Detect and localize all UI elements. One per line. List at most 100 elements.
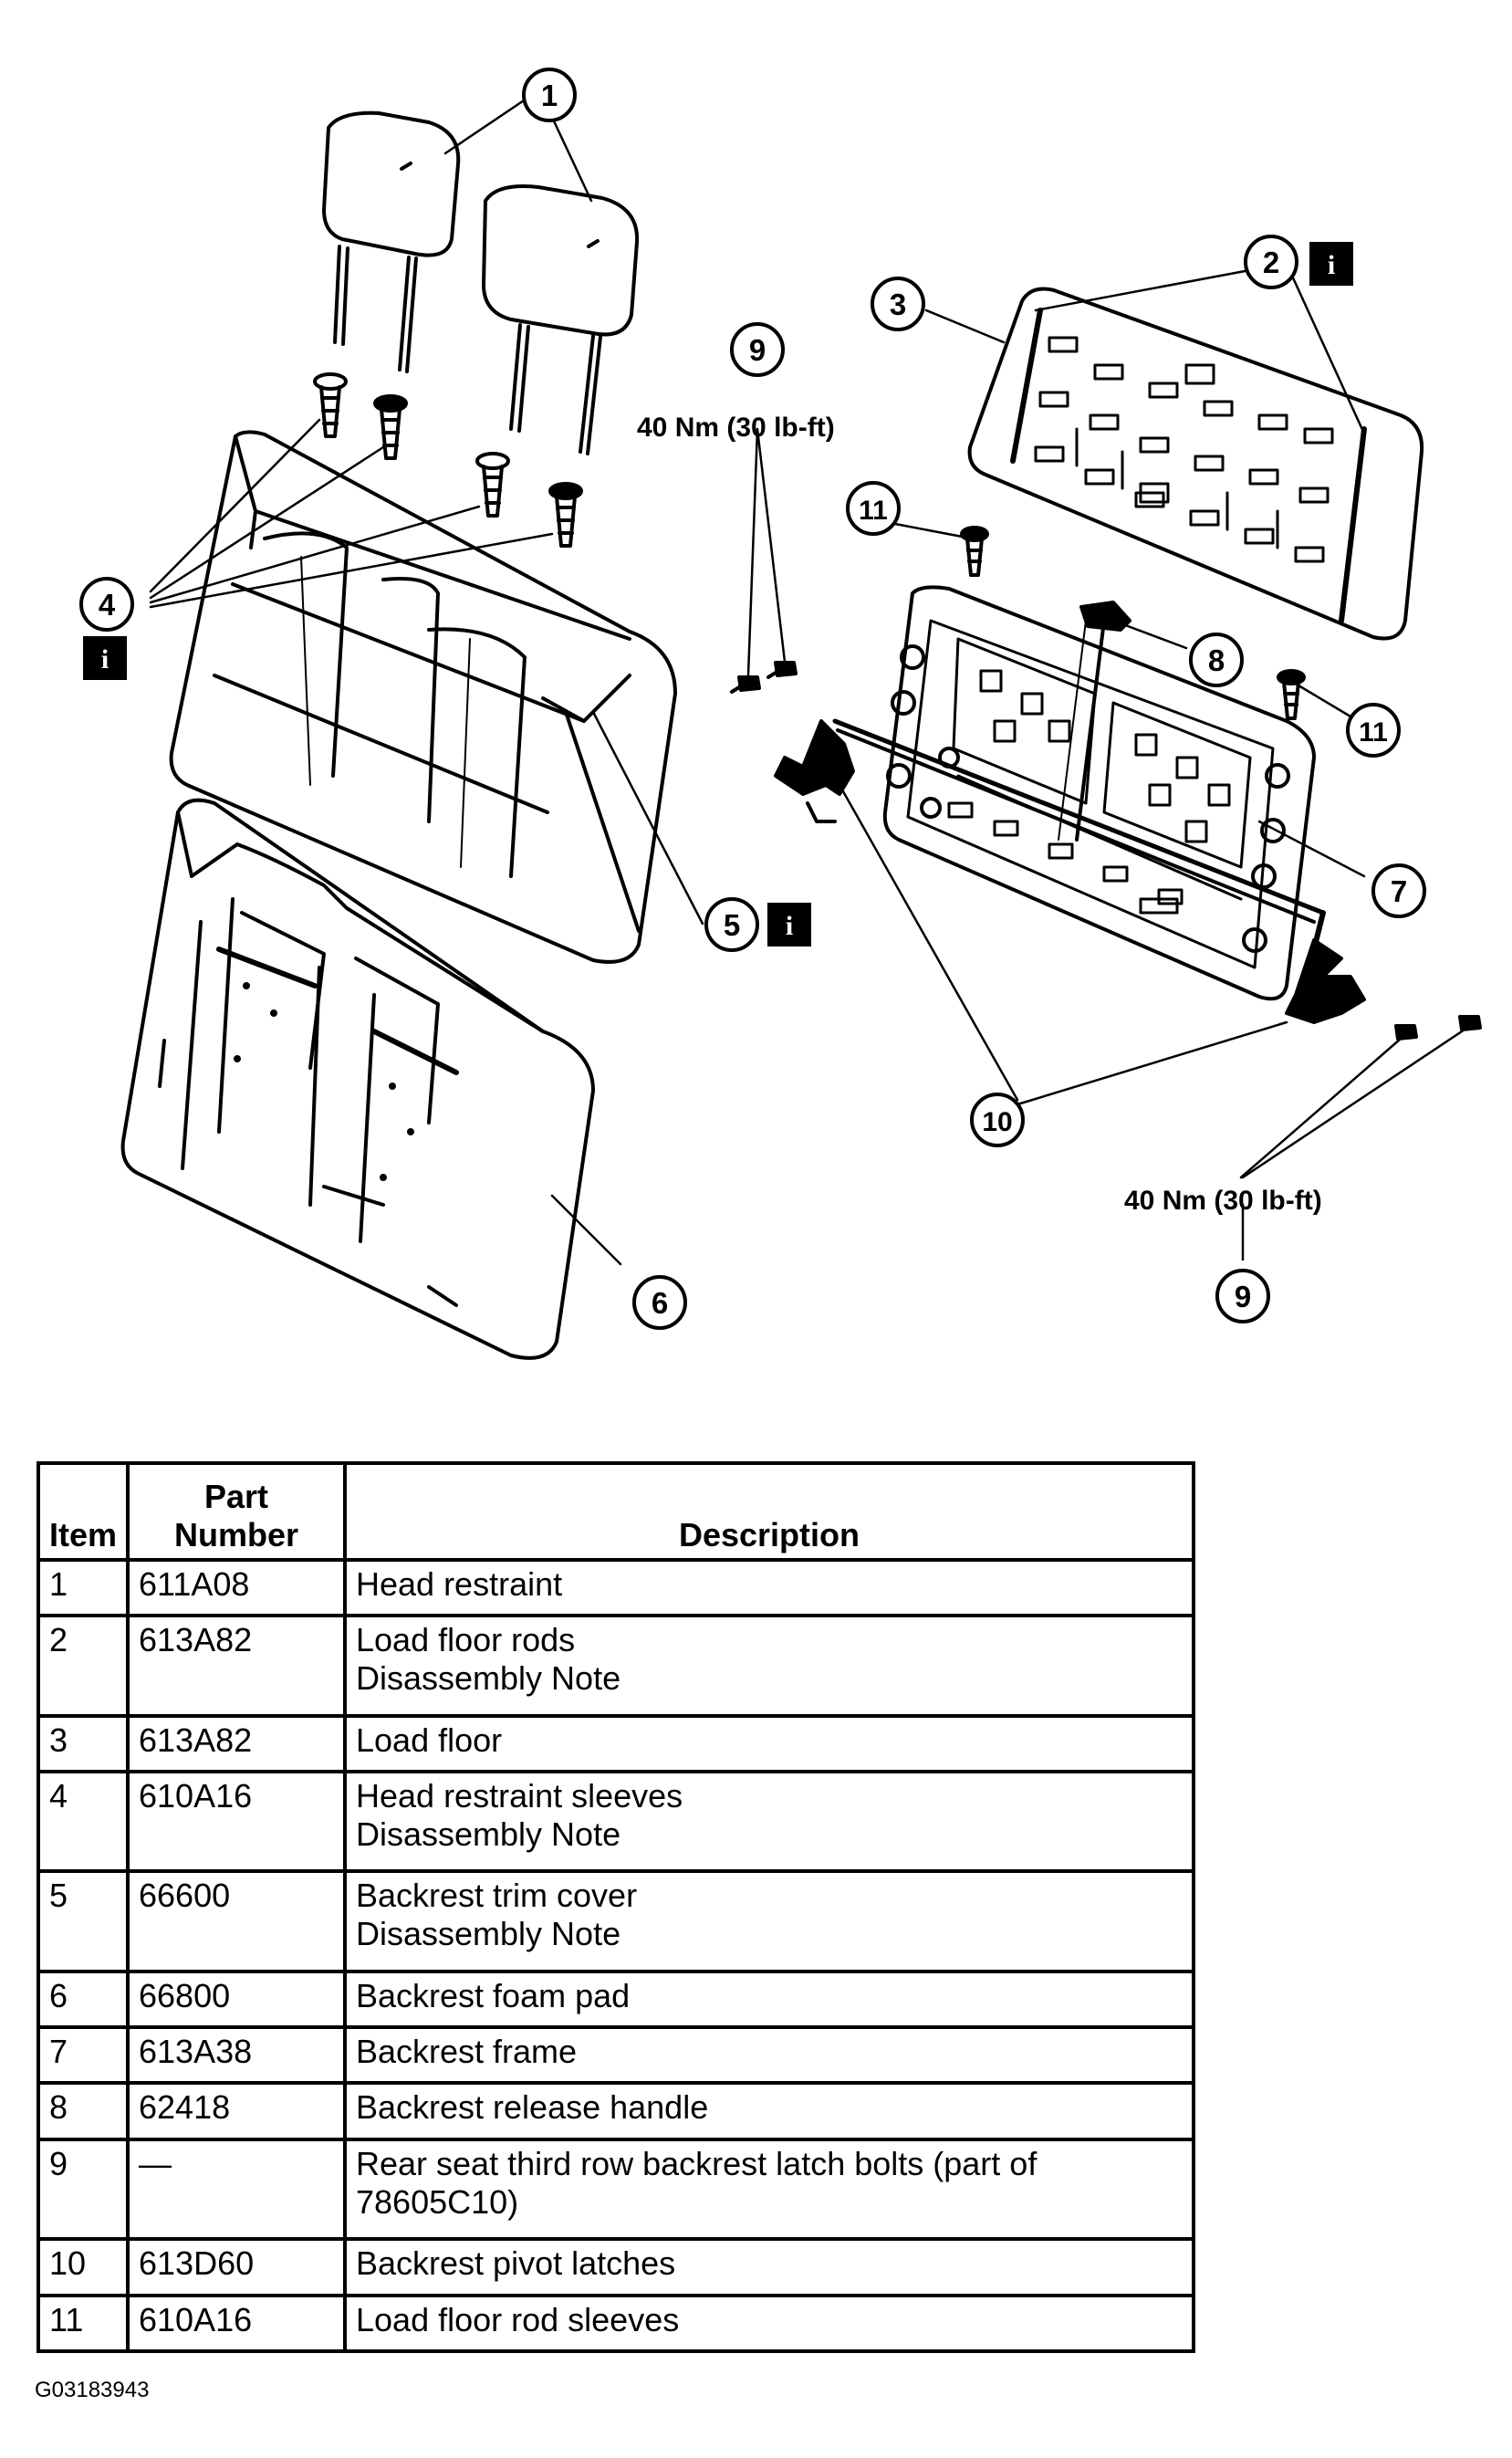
part-number-cell: 66800 [126,1969,347,2029]
head-restraint-right [482,184,640,455]
callout-11-top-label: 11 [859,496,888,526]
column-header-part-number: Part Number [126,1461,347,1562]
info-icon: i [767,903,811,947]
callout-3 [871,277,925,331]
part-number-cell: — [126,2137,347,2242]
torque-label-top: 40 Nm (30 lb-ft) [637,413,835,443]
item-cell: 9 [36,2137,130,2242]
callout-6-label: 6 [652,1286,668,1320]
backrest-release-handle [1079,601,1131,632]
backrest-trim-cover [169,430,677,964]
callout-8-label: 8 [1208,643,1225,677]
disassembly-note-link[interactable]: Disassembly Note [356,1659,621,1698]
head-restraint-left [322,110,461,373]
column-header-item: Item [36,1461,130,1562]
part-number-cell: 611A08 [126,1557,347,1618]
backrest-frame [882,585,1316,1001]
table-row: 8 62418 Backrest release handle [36,2081,1195,2141]
callout-1 [522,68,577,122]
item-cell: 6 [36,1969,130,2029]
part-number-cell: 613A82 [126,1713,347,1774]
callout-9-top [730,322,785,377]
backrest-foam-pad [120,798,595,1360]
callout-1-label: 1 [541,78,558,112]
part-number-cell: 66600 [126,1869,347,1973]
backrest-pivot-latches [774,718,1366,1024]
info-icon: i [1309,242,1353,286]
callout-9-bottom [1215,1269,1270,1323]
item-cell: 3 [36,1713,130,1774]
callout-10 [970,1093,1025,1147]
item-cell: 4 [36,1770,130,1874]
description-cell: Backrest release handle [343,2081,1195,2141]
callout-11-bottom [1346,703,1401,758]
load-floor [967,287,1424,641]
description-cell: Backrest pivot latches [343,2237,1195,2297]
description-cell: Rear seat third row backrest latch bolts… [343,2137,1195,2242]
callout-11-bottom-label: 11 [1359,717,1388,748]
part-number-cell: 613A82 [126,1614,347,1718]
description-cell: Load floor rod sleeves [343,2293,1195,2353]
svg-text:i: i [786,911,793,941]
description-cell: Load floor [343,1713,1195,1774]
description-cell: Backrest frame [343,2024,1195,2086]
parts-table: Item Part Number Description 1 611A08 He… [36,1461,1195,2353]
callout-4 [79,577,134,632]
callout-5-label: 5 [724,908,740,942]
callout-7 [1371,863,1426,918]
callout-3-label: 3 [890,288,906,321]
table-row: 3 613A82 Load floor [36,1713,1195,1774]
table-row: 7 613A38 Backrest frame [36,2024,1195,2086]
callout-2 [1244,235,1298,289]
item-cell: 11 [36,2293,130,2353]
callout-8 [1189,633,1244,687]
load-floor-rod-sleeves [960,526,1306,720]
description-cell: Backrest foam pad [343,1969,1195,2029]
item-cell: 8 [36,2081,130,2141]
callout-5 [704,897,759,952]
part-header-line1: Part [203,1478,269,1515]
svg-text:i: i [101,644,109,675]
item-cell: 7 [36,2024,130,2086]
column-header-description: Description [343,1461,1195,1562]
callout-2-label: 2 [1263,246,1279,279]
table-row: 9 — Rear seat third row backrest latch b… [36,2137,1195,2242]
item-cell: 5 [36,1869,130,1973]
callout-4-label: 4 [99,588,116,622]
disassembly-note-link[interactable]: Disassembly Note [356,1915,621,1953]
callout-11-top [846,481,901,536]
part-number-cell: 610A16 [126,1770,347,1874]
svg-text:i: i [1328,250,1335,280]
callout-6 [632,1275,687,1330]
callout-9-bottom-label: 9 [1235,1280,1251,1313]
description-cell: Head restraint [343,1557,1195,1618]
latch-bolts [730,661,1482,1041]
callout-7-label: 7 [1391,874,1407,908]
table-header-row: Item Part Number Description [36,1461,1195,1562]
item-cell: 10 [36,2237,130,2297]
figure-id: G03183943 [35,2378,150,2402]
exploded-seat-diagram: i i i 1 2 3 4 5 6 7 8 9 9 10 11 11 [79,68,1482,1360]
table-row: 10 613D60 Backrest pivot latches [36,2237,1195,2297]
info-icon: i [83,636,127,680]
torque-label-bottom: 40 Nm (30 lb-ft) [1124,1186,1322,1216]
table-row: 6 66800 Backrest foam pad [36,1969,1195,2029]
item-cell: 2 [36,1614,130,1718]
part-number-cell: 613A38 [126,2024,347,2086]
table-row: 11 610A16 Load floor rod sleeves [36,2293,1195,2353]
disassembly-note-link[interactable]: Disassembly Note [356,1815,621,1854]
table-row: 1 611A08 Head restraint [36,1557,1195,1618]
head-restraint-sleeves [313,372,583,548]
item-cell: 1 [36,1557,130,1618]
part-number-cell: 62418 [126,2081,347,2141]
part-number-cell: 610A16 [126,2293,347,2353]
part-header-line2: Number [173,1516,299,1553]
callout-9-top-label: 9 [749,333,766,367]
callout-10-label: 10 [982,1107,1012,1137]
